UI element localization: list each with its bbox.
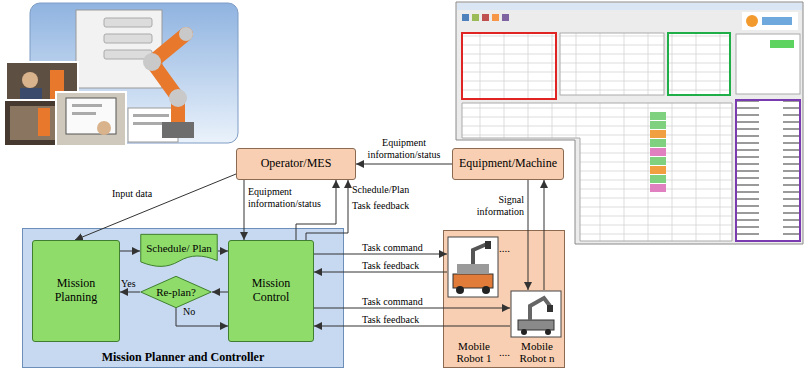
robot-photo-collage <box>4 3 238 146</box>
edge-label: Equipment information/status <box>248 186 332 209</box>
logo-area <box>742 12 798 30</box>
process-box: Equipment/Machine <box>452 148 564 180</box>
table <box>560 33 664 95</box>
edge-label: Yes <box>121 278 136 290</box>
hmi-screen <box>76 10 162 88</box>
robot-node: Mobile Robot 1 <box>447 236 501 366</box>
edge-label: Task feedback <box>352 200 409 212</box>
connector <box>528 180 529 290</box>
connector <box>120 292 140 293</box>
table-cell <box>650 184 666 192</box>
log-panel <box>736 100 800 241</box>
arm-joint <box>179 27 193 41</box>
logo-mark <box>762 17 792 25</box>
tablet <box>66 98 116 134</box>
person-head <box>22 72 38 88</box>
node-label: Mission Planning <box>37 277 115 305</box>
arm-joint <box>169 89 187 107</box>
connector <box>120 251 140 252</box>
robot-arm <box>152 34 186 124</box>
node-label: Equipment/Machine <box>459 157 557 171</box>
table-cell <box>650 175 666 183</box>
tablet-line <box>72 104 102 107</box>
hmi-button <box>104 34 152 43</box>
table-cell <box>650 166 666 174</box>
node-label: .... <box>499 346 510 359</box>
toolbar-icon <box>472 14 479 21</box>
connector <box>544 180 545 290</box>
document-shape: Schedule/ Plan <box>140 234 218 268</box>
edge-label: Signal information <box>466 194 524 217</box>
node-label: Operator/MES <box>261 157 332 171</box>
node-label: Mobile Robot 1 <box>447 340 501 365</box>
software-screenshot <box>456 2 803 244</box>
mobile-robot-illustration <box>447 236 499 298</box>
toolbar-icon <box>502 14 509 21</box>
node-label: .... <box>499 242 510 255</box>
window <box>456 2 803 244</box>
node-label: Mobile Robot n <box>510 340 564 365</box>
edge-label: Task feedback <box>362 260 419 272</box>
decision-diamond: Re-plan? <box>140 276 212 308</box>
connector <box>314 326 510 327</box>
toolbar-icon <box>462 14 469 21</box>
connector <box>296 180 336 240</box>
connector <box>356 164 452 165</box>
group-box: Mission Planning Schedule/ PlanRe-plan? Mi… <box>22 228 344 368</box>
edge-label: Equipment information/status <box>358 137 450 160</box>
table-green <box>668 33 730 95</box>
toolbar-icon <box>492 14 499 21</box>
connector <box>314 272 447 273</box>
edge-label: Schedule/Plan <box>352 184 409 196</box>
table-cell <box>650 139 666 147</box>
connector <box>314 308 510 309</box>
hmi-button <box>104 18 152 27</box>
arm-joint <box>143 53 161 71</box>
connector <box>314 254 447 255</box>
toolbar-icon <box>482 14 489 21</box>
node-label: Mission Control <box>233 277 309 305</box>
connector <box>244 180 245 240</box>
mobile-robot-illustration <box>510 290 562 338</box>
node-label: Schedule/ Plan <box>146 242 212 255</box>
status-panel <box>736 34 800 94</box>
robot-band: Mobile Robot 1 Mobile Robot n........ <box>443 230 565 368</box>
group-box-fill <box>23 229 344 368</box>
arm-base <box>162 122 194 138</box>
process-box: Operator/MES <box>236 148 356 180</box>
photo <box>56 92 126 146</box>
table-cell <box>650 121 666 129</box>
edge-label: Task command <box>362 296 423 308</box>
edge-label: Task feedback <box>362 314 419 326</box>
title-bar <box>457 3 802 10</box>
robot-node: Mobile Robot n <box>510 290 564 366</box>
table-cell <box>650 148 666 156</box>
photo-detail <box>10 106 58 140</box>
table-cell <box>650 157 666 165</box>
status-cell <box>770 40 794 48</box>
logo-mark <box>746 15 758 27</box>
edge-label: Task command <box>362 242 423 254</box>
connector <box>218 251 228 252</box>
thumbnail-line <box>133 122 163 125</box>
edge-label: No <box>183 306 195 318</box>
robot-band-fill <box>444 231 565 368</box>
hand <box>97 121 111 135</box>
edge-label: Input data <box>112 188 152 200</box>
node-label: Re-plan? <box>156 286 196 299</box>
group-heading: Mission Planner and Controller <box>22 351 344 365</box>
connector <box>75 174 236 240</box>
table-cell <box>650 112 666 120</box>
thumbnail-line <box>133 114 169 117</box>
connector <box>306 180 348 240</box>
tablet-line <box>72 112 96 115</box>
process-box: Mission Planning <box>32 240 120 342</box>
table-red <box>462 33 556 99</box>
robot-part <box>38 108 50 136</box>
connector <box>212 292 228 293</box>
table-cell <box>650 130 666 138</box>
process-box: Mission Control <box>228 240 314 342</box>
